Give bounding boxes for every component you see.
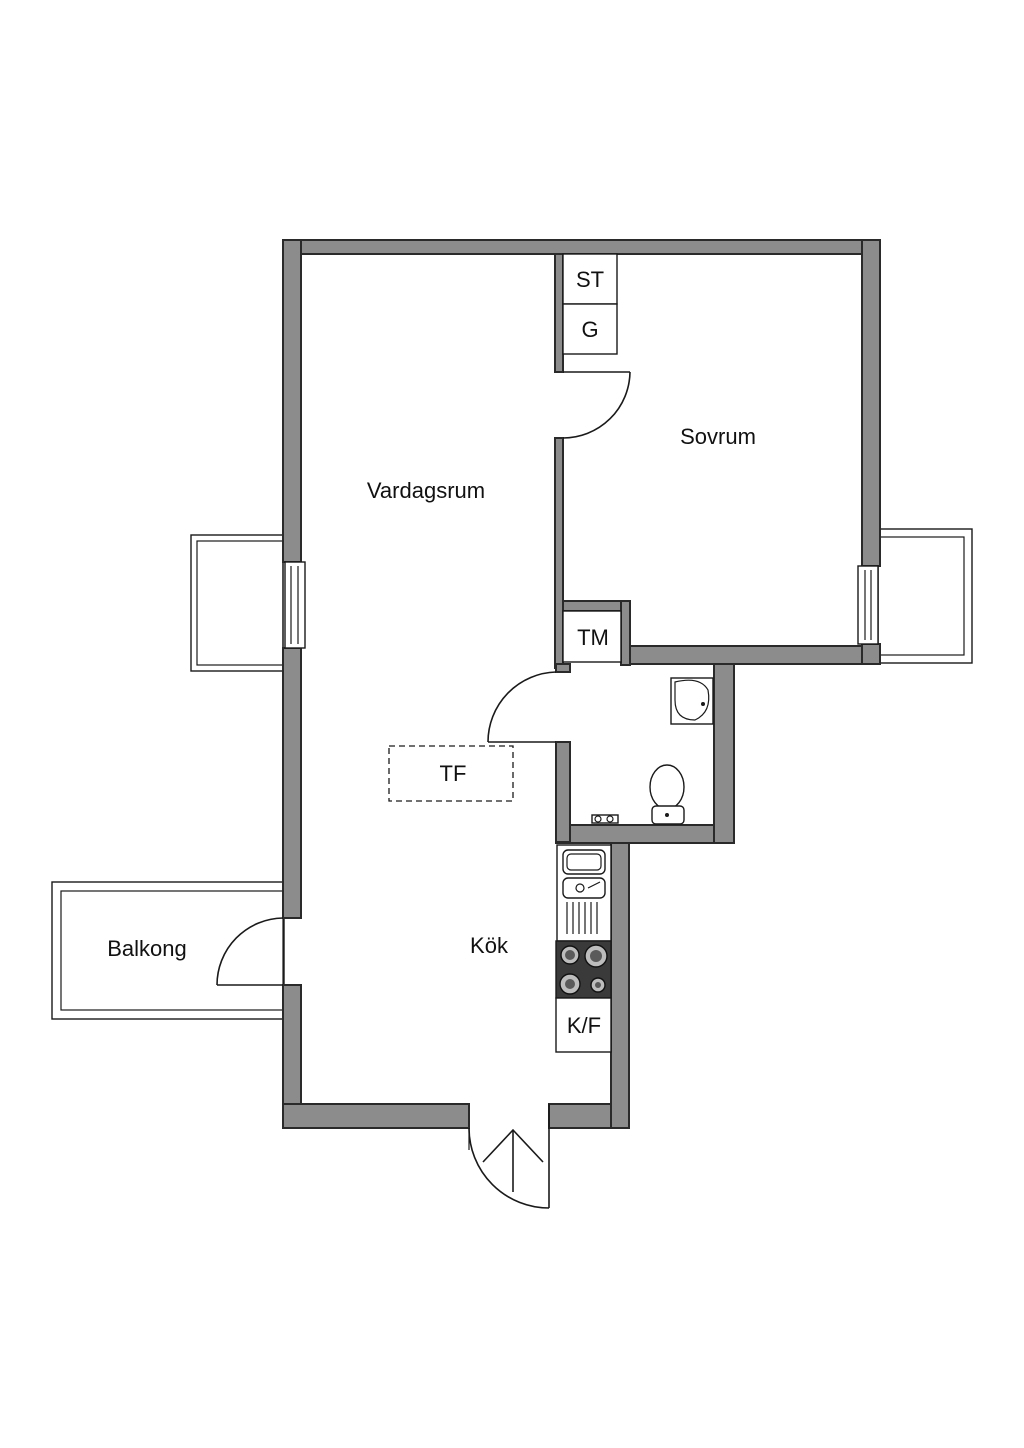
balcony: [51, 881, 285, 1020]
tm-closet: TM: [562, 610, 622, 663]
kitchen-counter: [556, 844, 612, 942]
balcony-door: [216, 917, 284, 986]
room-label-bedroom: Sovrum: [680, 424, 756, 449]
entrance-door: [468, 1104, 550, 1209]
fridge-freezer: K/F: [555, 997, 612, 1053]
room-label-living: Vardagsrum: [367, 478, 485, 503]
tf-label: TF: [440, 761, 467, 786]
right-window-box: [877, 528, 973, 664]
washbasin: [670, 677, 714, 725]
interior-walls: [554, 253, 631, 843]
left-window: [284, 561, 306, 649]
right-window: [857, 565, 879, 645]
room-label-kitchen: Kök: [470, 933, 509, 958]
toilet: [649, 764, 685, 825]
tm-label: TM: [577, 625, 609, 650]
bathroom-door: [487, 671, 557, 743]
g-label: G: [581, 317, 598, 342]
storage-label: ST: [576, 267, 604, 292]
left-window-box: [190, 534, 284, 672]
storage-cabinets: ST G: [562, 253, 618, 355]
shower-valve: [591, 814, 619, 824]
tf-hatch: TF: [388, 745, 514, 802]
kf-label: K/F: [567, 1013, 601, 1038]
bedroom-door: [562, 371, 631, 439]
room-label-balcony: Balkong: [107, 936, 187, 961]
stove: [555, 940, 612, 999]
